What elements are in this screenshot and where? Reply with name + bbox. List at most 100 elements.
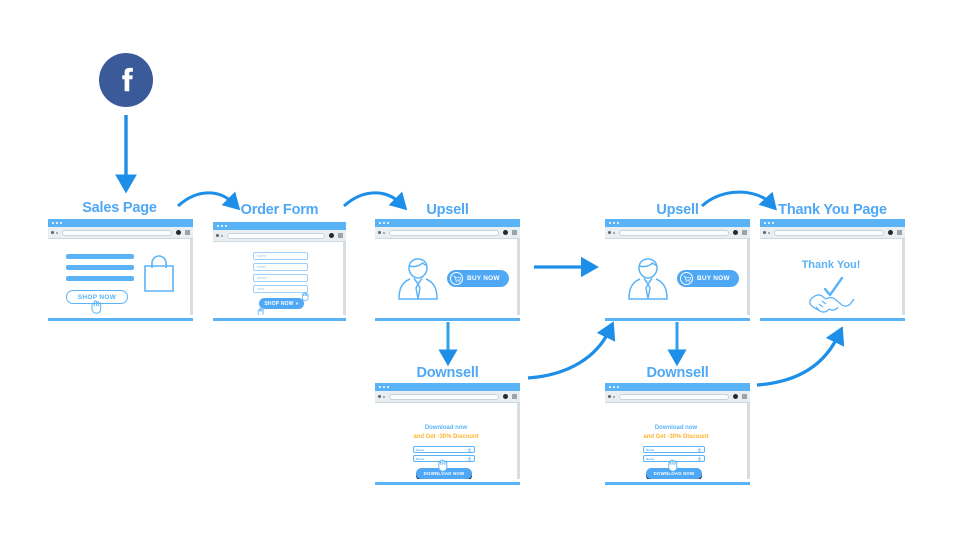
browser-titlebar [375,219,520,227]
forward-icon[interactable] [383,231,385,234]
buy-now-button[interactable]: BUY NOW [677,270,739,287]
step-title-downsell-2: Downsell [646,365,709,381]
cursor-icon [301,292,309,301]
download-icon [467,447,472,452]
text-bar [66,254,134,259]
order-field-card[interactable]: card [253,285,308,293]
menu-icon[interactable] [512,230,517,235]
address-bar[interactable] [619,229,729,236]
browser-viewport-downsell-2: Download now and Get -30% Discount Name … [605,403,750,479]
back-icon[interactable] [763,231,766,234]
menu-icon[interactable] [338,233,343,238]
order-field-phone[interactable]: phone [253,274,308,282]
step-title-order-form: Order Form [240,202,319,218]
profile-icon[interactable] [176,230,181,235]
download-now-button[interactable]: DOWNLOAD NOW [416,468,472,479]
window-dot [609,386,611,388]
window-dot [379,386,381,388]
window-dot [617,222,619,224]
shopping-cart-icon [680,272,693,285]
cursor-icon [257,308,264,315]
window-dot [383,386,385,388]
step-title-sales-page: Sales Page [82,200,157,216]
order-field-email[interactable]: email [253,263,308,271]
forward-icon[interactable] [56,231,58,234]
downsell-headline: Download now [654,425,698,431]
cursor-icon [437,459,448,472]
window-dot [225,225,227,227]
browser-window-downsell-1: Download now and Get -30% Discount Name … [375,383,520,485]
forward-icon[interactable] [613,395,615,398]
address-bar[interactable] [389,393,499,400]
window-dot [617,386,619,388]
downsell-field-name-1[interactable]: Name [413,446,475,453]
back-icon[interactable] [216,234,219,237]
menu-icon[interactable] [742,394,747,399]
browser-titlebar [48,219,193,227]
window-dot [764,222,766,224]
profile-icon[interactable] [888,230,893,235]
forward-icon[interactable] [768,231,770,234]
window-dot [217,225,219,227]
download-now-button[interactable]: DOWNLOAD NOW [646,468,702,479]
back-icon[interactable] [608,231,611,234]
menu-icon[interactable] [897,230,902,235]
browser-toolbar [48,227,193,239]
download-icon [697,447,702,452]
browser-window-order-form: name email phone card SHOP NOW » [213,222,346,321]
buy-now-button[interactable]: BUY NOW [447,270,509,287]
address-bar[interactable] [774,229,884,236]
profile-icon[interactable] [503,230,508,235]
shopping-cart-icon [450,272,463,285]
thank-you-heading: Thank You! [801,259,861,271]
profile-icon[interactable] [733,394,738,399]
browser-window-upsell-2: BUY NOW [605,219,750,321]
window-dot [56,222,58,224]
shop-now-button[interactable]: SHOP NOW [66,290,128,304]
facebook-f-glyph [122,67,133,92]
window-dot [613,386,615,388]
menu-icon[interactable] [512,394,517,399]
person-icon [627,255,669,301]
window-dot [379,222,381,224]
page-footer-bar [375,482,520,485]
back-icon[interactable] [51,231,54,234]
back-icon[interactable] [378,231,381,234]
facebook-icon[interactable] [99,53,153,107]
browser-viewport-order-form: name email phone card SHOP NOW » [213,242,346,315]
downsell-headline: Download now [424,425,468,431]
page-footer-bar [48,318,193,321]
downsell-field-name-1[interactable]: Name [643,446,705,453]
menu-icon[interactable] [742,230,747,235]
cursor-icon [90,300,102,314]
cursor-icon [667,459,678,472]
order-shop-now-label: SHOP NOW [264,300,294,307]
browser-toolbar [375,227,520,239]
downsell-field-label: Name [416,447,425,452]
back-icon[interactable] [608,395,611,398]
back-icon[interactable] [378,395,381,398]
window-dot [772,222,774,224]
connector-downsell-1-to-upsell-2 [527,321,616,380]
browser-viewport-thank-you: Thank You! [760,239,905,315]
address-bar[interactable] [227,232,325,239]
address-bar[interactable] [62,229,172,236]
chevron-right-icon: » [295,300,299,307]
address-bar[interactable] [389,229,499,236]
profile-icon[interactable] [733,230,738,235]
profile-icon[interactable] [503,394,508,399]
order-shop-now-button[interactable]: SHOP NOW » [259,298,304,309]
step-title-upsell-1: Upsell [426,202,469,218]
forward-icon[interactable] [383,395,385,398]
menu-icon[interactable] [185,230,190,235]
address-bar[interactable] [619,393,729,400]
window-dot [613,222,615,224]
window-dot [221,225,223,227]
profile-icon[interactable] [329,233,334,238]
browser-titlebar [375,383,520,391]
order-field-name[interactable]: name [253,252,308,260]
forward-icon[interactable] [613,231,615,234]
forward-icon[interactable] [221,234,223,237]
step-title-upsell-2: Upsell [656,202,699,218]
